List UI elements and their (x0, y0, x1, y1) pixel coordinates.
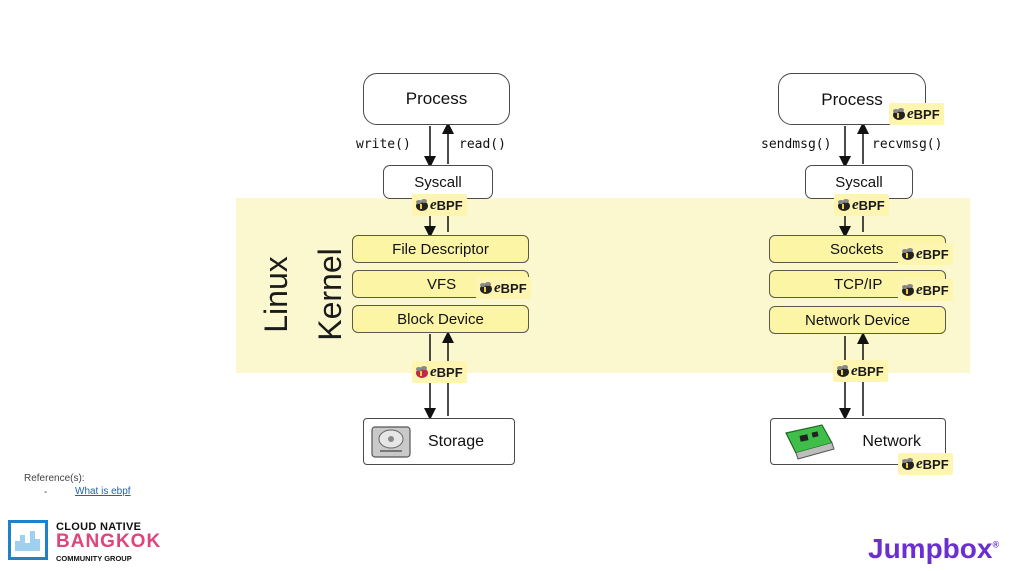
bee-icon (838, 199, 850, 211)
logo-frame-icon (8, 520, 48, 560)
bee-icon (902, 284, 914, 296)
right-syscall-label: Syscall (835, 173, 883, 191)
bee-icon (416, 366, 428, 378)
hard-drive-icon (371, 426, 411, 458)
kernel-label-linux: Linux (257, 256, 294, 333)
right-syscall-box: Syscall (805, 165, 913, 199)
reference-link-what-is-ebpf[interactable]: What is ebpf (75, 486, 131, 497)
left-layer-file-descriptor: File Descriptor (352, 235, 529, 263)
left-call-down: write() (356, 137, 411, 152)
right-process-label: Process (821, 90, 883, 109)
left-process-box: Process (363, 73, 510, 125)
community-line2: BANGKOK (56, 531, 162, 552)
left-process-label: Process (405, 89, 468, 108)
right-call-up: recvmsg() (872, 137, 943, 152)
reference-dash: - (44, 487, 48, 498)
city-skyline-icon (15, 531, 40, 551)
right-layer-network-device: Network Device (769, 306, 946, 334)
right-layer-network-device-label: Network Device (804, 311, 911, 329)
left-layer-block-device-label: Block Device (397, 310, 484, 328)
kernel-label-kernel: Kernel (311, 248, 348, 341)
left-syscall-label: Syscall (414, 173, 462, 191)
left-call-up: read() (459, 137, 506, 152)
left-storage-label: Storage (427, 432, 484, 450)
kernel-label: Linux Kernel (240, 238, 348, 348)
cloud-native-bangkok-logo: CLOUD NATIVE BANGKOK COMMUNITY GROUP (8, 520, 160, 566)
jumpbox-text: Jumpbox (868, 533, 993, 564)
left-layer-vfs-label: VFS (427, 275, 457, 293)
bee-icon (480, 282, 492, 294)
bee-icon (893, 108, 905, 120)
right-layer-tcpip-label: TCP/IP (834, 275, 883, 293)
bee-icon (902, 458, 914, 470)
left-layer-file-descriptor-label: File Descriptor (392, 240, 489, 258)
network-card-icon (785, 424, 835, 460)
left-layer-block-device: Block Device (352, 305, 529, 333)
right-call-down: sendmsg() (761, 137, 832, 152)
right-network-label: Network (862, 432, 921, 450)
community-line1: CLOUD NATIVE (56, 521, 142, 533)
right-layer-sockets-label: Sockets (830, 240, 884, 258)
community-line3: COMMUNITY GROUP (56, 554, 132, 563)
bee-icon (416, 199, 428, 211)
bee-icon (837, 365, 849, 377)
reference-heading: Reference(s): (24, 473, 85, 484)
jumpbox-logo: Jumpbox® (868, 533, 999, 565)
bee-icon (902, 248, 914, 260)
jumpbox-registered-mark: ® (992, 539, 1000, 550)
